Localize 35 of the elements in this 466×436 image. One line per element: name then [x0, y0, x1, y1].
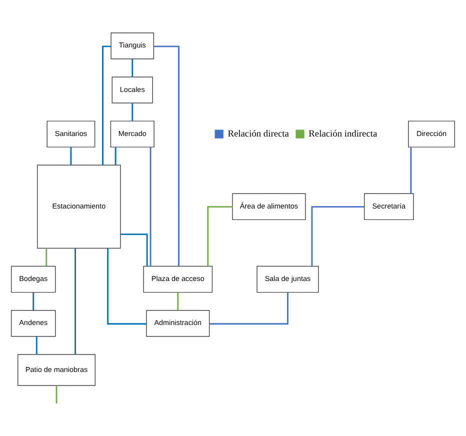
connector — [177, 292, 179, 310]
node-box: Dirección — [408, 120, 456, 147]
connector — [150, 146, 152, 266]
connector — [70, 146, 72, 164]
connector — [74, 248, 76, 354]
node-box: Sanitarios — [46, 120, 96, 147]
node-box: Bodegas — [10, 265, 56, 292]
connector — [209, 292, 288, 324]
connector — [410, 146, 412, 193]
connector — [120, 233, 148, 266]
node-box: Locales — [112, 76, 153, 103]
connector — [132, 102, 134, 120]
node-box: Patio de maniobras — [17, 354, 96, 386]
node-box: Andenes — [10, 310, 56, 336]
node-box: Secretaría — [364, 192, 414, 220]
legend-label: Relación indirecta — [308, 129, 378, 140]
connector — [46, 248, 48, 266]
node-box: Plaza de acceso — [143, 265, 213, 292]
node-box: Mercado — [110, 120, 154, 147]
connector — [132, 58, 134, 76]
connector — [36, 336, 38, 354]
node-box: Área de alimentos — [232, 192, 306, 220]
connector — [114, 146, 116, 164]
connector — [56, 385, 58, 403]
connector — [311, 206, 364, 266]
node-box: Sala de juntas — [256, 265, 319, 292]
node-box: Tianguis — [110, 32, 154, 59]
connector — [102, 45, 111, 164]
node-box: Estacionamiento — [37, 164, 121, 248]
node-box: Administración — [146, 310, 210, 336]
connector — [207, 206, 232, 266]
connector — [154, 45, 180, 266]
connector — [107, 248, 146, 324]
connector — [32, 292, 34, 310]
legend-label: Relación directa — [228, 129, 289, 140]
